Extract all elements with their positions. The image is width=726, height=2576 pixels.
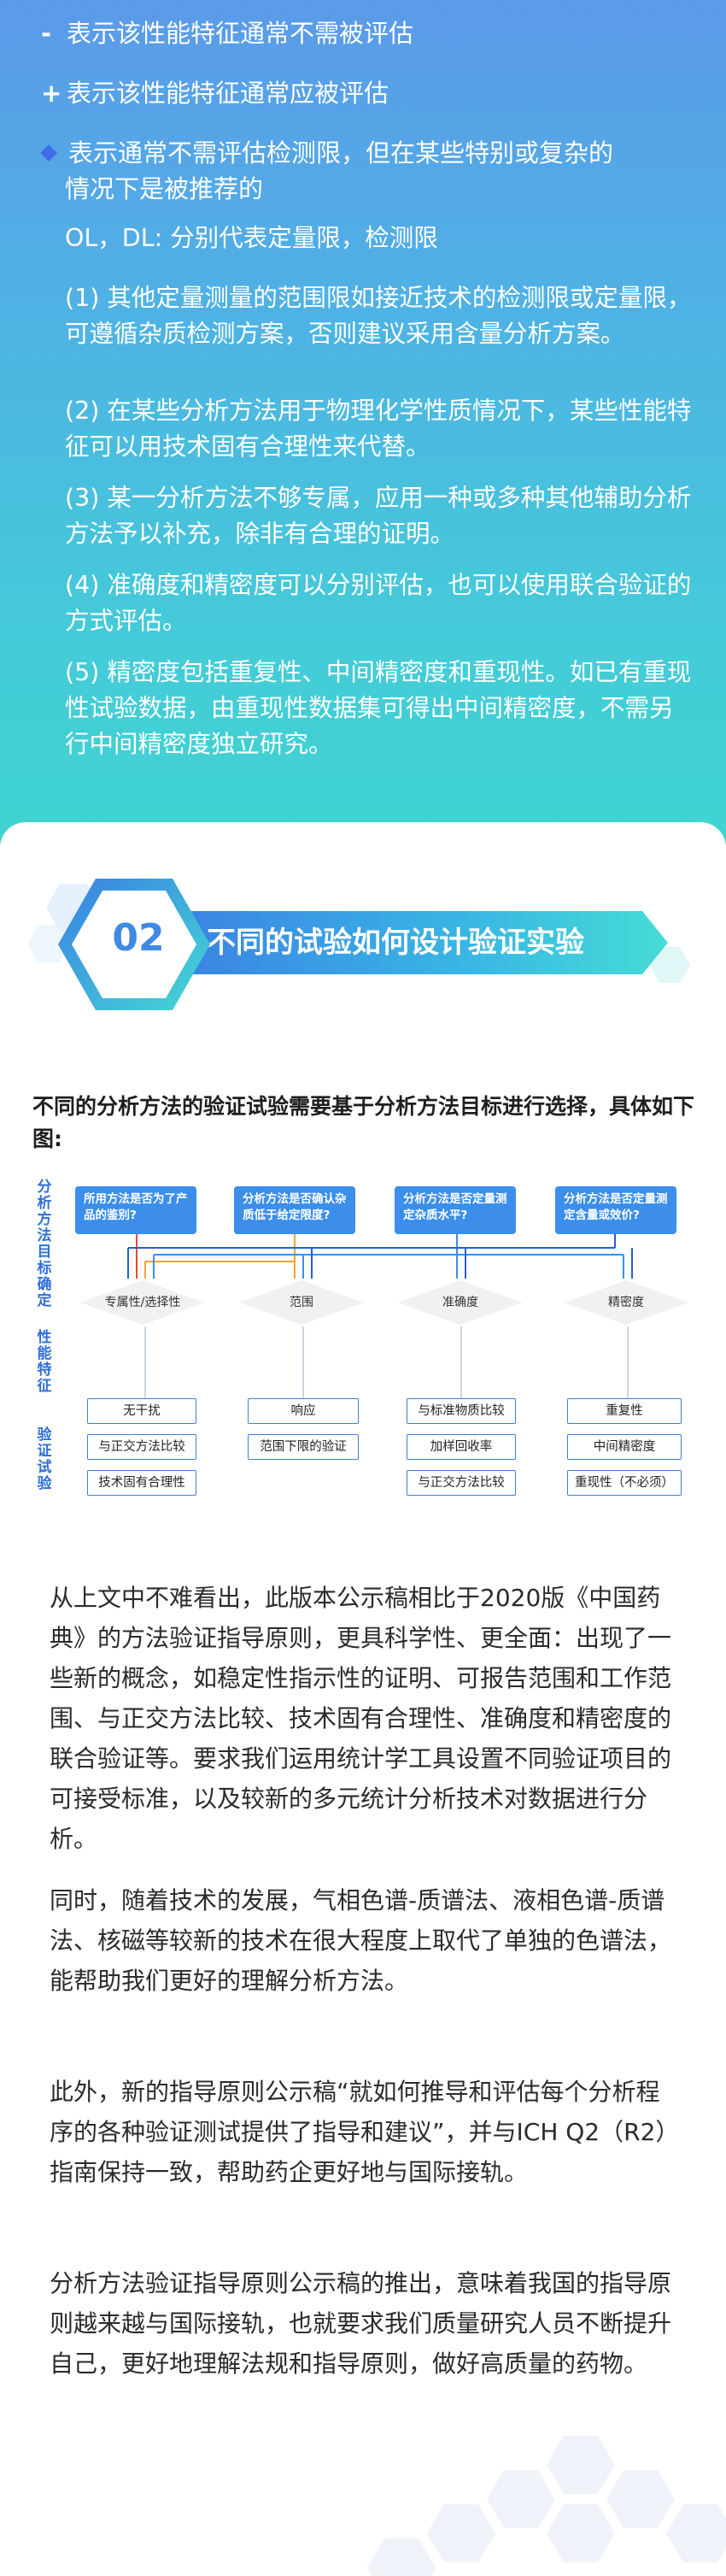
legend-notes: -表示该性能特征通常不需被评估 +表示该性能特征通常应被评估 表示通常不需评估检… [0,0,726,820]
note-plus: +表示该性能特征通常应被评估 [41,75,690,111]
minus-symbol: - [41,19,52,48]
note-p4: (4) 准确度和精密度可以分别评估，也可以使用联合验证的方式评估。 [65,571,692,635]
rhombus-accuracy [398,1280,523,1325]
row-label-characteristics: 性能特征 [37,1329,52,1395]
note-diamond-cont: 情况下是被推荐的 [65,171,714,207]
note-diamond-text-1: 表示通常不需评估检测限，但在某些特别或复杂的 [68,138,614,168]
test-orthogonal-compare-1: 与正交方法比较 [87,1434,196,1460]
note-p1: (1) 其他定量测量的范围限如接近技术的检测限或定量限，可遵循杂质检测方案，否则… [65,284,692,348]
question-box-assay: 分析方法是否定量测定含量或效价? [555,1186,676,1234]
note-p3: (3) 某一分析方法不够专属，应用一种或多种其他辅助分析方法予以补充，除非有合理… [65,484,692,548]
section-number: 02 [112,916,165,960]
characteristic-accuracy: 准确度 [442,1296,478,1309]
test-reproducibility: 重现性（不必须） [567,1470,682,1496]
test-lower-range-limit: 范围下限的验证 [248,1434,359,1460]
characteristic-precision: 精密度 [608,1296,644,1309]
note-minus-text: 表示该性能特征通常不需被评估 [67,19,414,48]
row-label-goal: 分析方法目标确定 [37,1179,52,1309]
validation-diagram: 分析方法目标确定 性能特征 验证试验 所用方法是否为了产品的鉴别? 分析方法是否… [34,1179,700,1513]
test-reference-compare: 与标准物质比较 [407,1398,516,1424]
section-title: 不同的试验如何设计验证实验 [207,926,584,960]
banner-bar [155,911,668,974]
body-paragraph-4: 分析方法验证指导原则公示稿的推出，意味着我国的指导原则越来越与国际接轨，也就要求… [50,2269,672,2378]
test-spike-recovery: 加样回收率 [407,1434,516,1460]
note-p5: (5) 精密度包括重复性、中间精密度和重现性。如已有重现性试验数据，由重现性数据… [65,658,692,758]
connector-lines [127,1234,633,1398]
question-box-impurity-quant: 分析方法是否定量测定杂质水平? [395,1186,516,1234]
test-repeatability: 重复性 [567,1398,682,1424]
section-intro: 不同的分析方法的验证试验需要基于分析方法目标进行选择，具体如下图: [32,1094,695,1151]
rhombus-precision [564,1280,688,1325]
body-paragraph-1: 从上文中不难看出，此版本公示稿相比于2020版《中国药典》的方法验证指导原则，更… [50,1584,672,1853]
content-card [0,822,726,2576]
hexagon-small-icon [649,947,690,983]
number-hexagon-icon [58,879,210,1010]
test-inherent-justification: 技术固有合理性 [87,1470,196,1496]
note-p2: (2) 在某些分析方法用于物理化学性质情况下，某些性能特征可以用技术固有合理性来… [65,397,692,461]
test-orthogonal-compare-2: 与正交方法比较 [407,1470,516,1496]
section-banner: 不同的试验如何设计验证实验 02 [53,872,668,1017]
characteristic-range: 范围 [290,1296,313,1309]
body-paragraph-2: 同时，随着技术的发展，气相色谱-质谱法、液相色谱-质谱法、核磁等较新的技术在很大… [50,1886,672,1995]
note-plus-text: 表示该性能特征通常应被评估 [67,79,389,108]
rhombus-specificity [80,1280,205,1325]
rhombus-range [239,1280,364,1325]
plus-symbol: + [41,79,62,108]
test-intermediate-precision: 中间精密度 [567,1434,682,1460]
note-minus: -表示该性能特征通常不需被评估 [41,15,690,51]
note-diamond: 表示通常不需评估检测限，但在某些特别或复杂的 [41,135,690,171]
test-response: 响应 [248,1398,359,1424]
note-diamond-text-2: 情况下是被推荐的 [65,174,264,203]
question-box-identification: 所用方法是否为了产品的鉴别? [75,1186,196,1234]
row-label-tests: 验证试验 [37,1426,52,1492]
note-ol-dl: OL，DL: 分别代表定量限，检测限 [65,224,438,252]
characteristic-specificity: 专属性/选择性 [104,1296,181,1309]
diamond-icon [41,145,58,162]
question-box-impurity-limit: 分析方法是否确认杂质低于给定限度? [234,1186,355,1234]
hexagon-pattern-icon [367,2436,726,2576]
test-no-interference: 无干扰 [87,1398,196,1424]
body-paragraph-3: 此外，新的指导原则公示稿“就如何推导和评估每个分析程序的各种验证测试提供了指导和… [50,2078,680,2186]
